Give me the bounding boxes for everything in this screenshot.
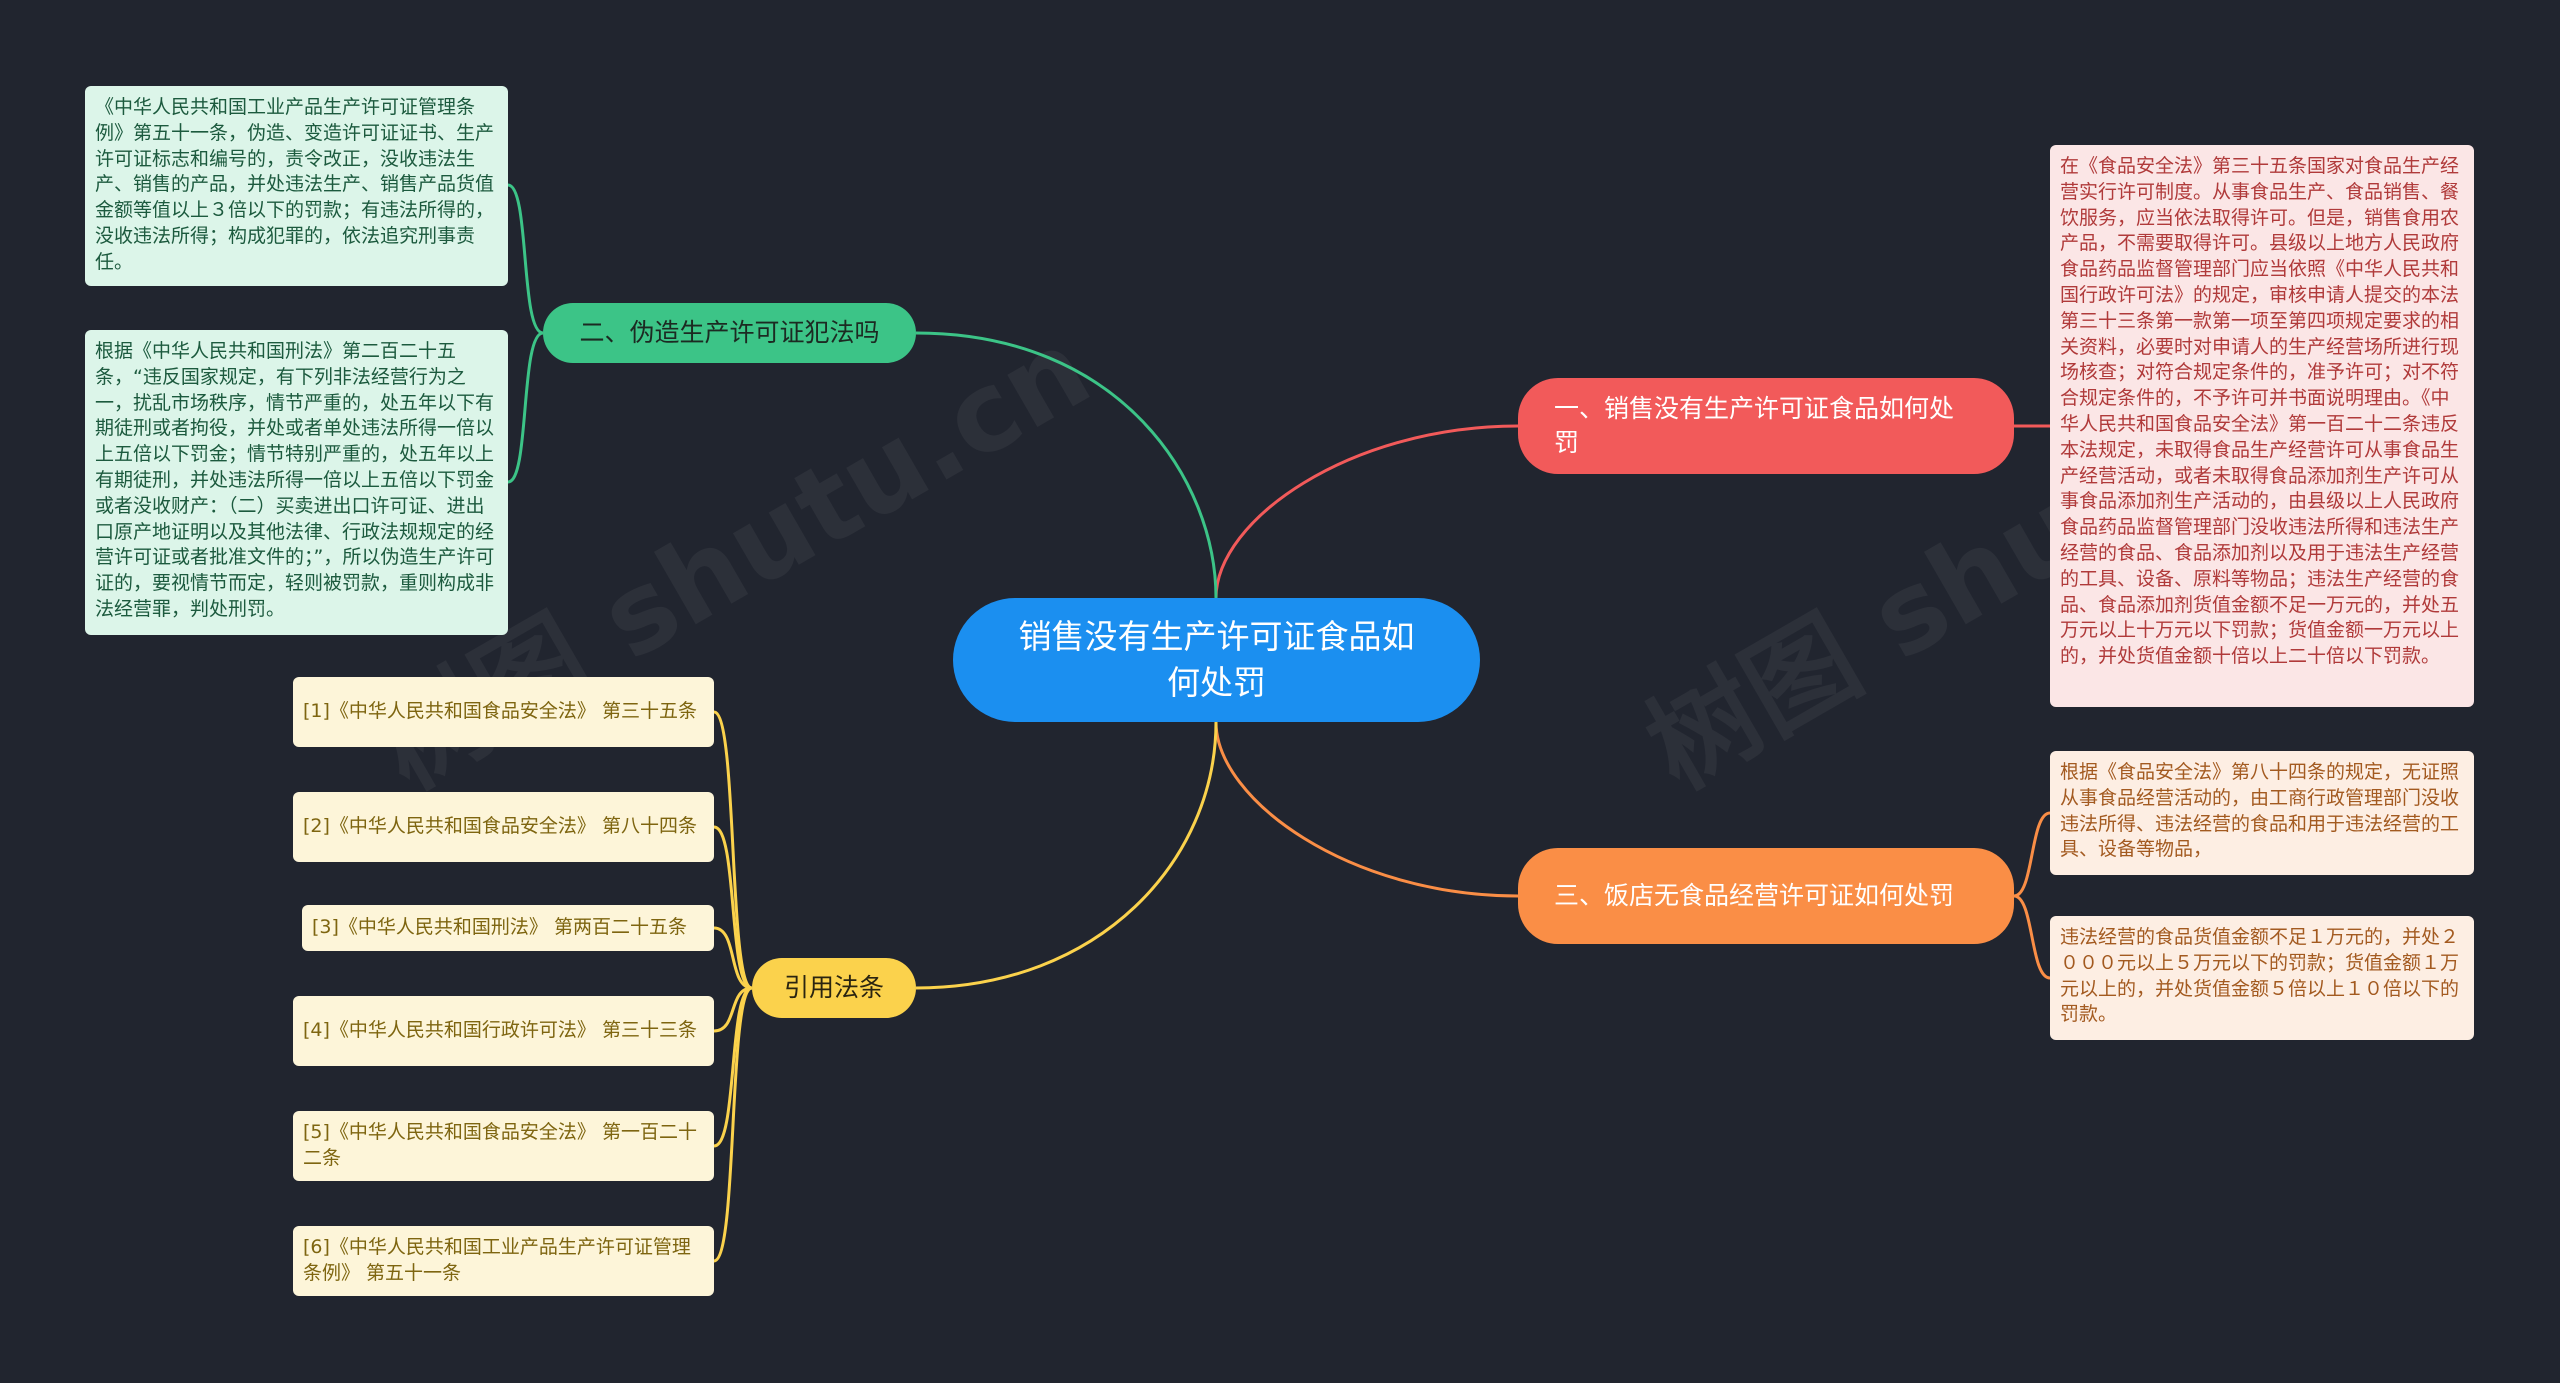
reference-item[interactable]: [1]《中华人民共和国食品安全法》 第三十五条	[293, 677, 714, 747]
link-b4-leaf6	[713, 986, 753, 1263]
branch-node-3[interactable]: 三、饭店无食品经营许可证如何处罚	[1518, 848, 2014, 944]
reference-item[interactable]: [2]《中华人民共和国食品安全法》 第八十四条	[293, 792, 714, 862]
link-b4-leaf4	[713, 986, 753, 1033]
branch-label: 一、销售没有生产许可证食品如何处罚	[1554, 394, 1955, 457]
reference-text: [1]《中华人民共和国食品安全法》 第三十五条	[303, 700, 697, 723]
link-center-b1	[1214, 424, 1519, 599]
reference-text: [3]《中华人民共和国刑法》 第两百二十五条	[312, 916, 687, 939]
branch-node-2[interactable]: 二、伪造生产许可证犯法吗	[543, 303, 916, 363]
link-center-b2	[915, 331, 1218, 599]
leaf-node[interactable]: 《中华人民共和国工业产品生产许可证管理条例》第五十一条，伪造、变造许可证证书、生…	[85, 86, 508, 286]
link-b4-leaf1	[713, 710, 753, 990]
leaf-node[interactable]: 在《食品安全法》第三十五条国家对食品生产经营实行许可制度。从事食品生产、食品销售…	[2050, 145, 2474, 707]
leaf-node[interactable]: 根据《中华人民共和国刑法》第二百二十五条，“违反国家规定，有下列非法经营行为之一…	[85, 330, 508, 635]
link-b2-leaf1	[507, 183, 544, 335]
leaf-node[interactable]: 违法经营的食品货值金额不足１万元的，并处２０００元以上５万元以下的罚款；货值金额…	[2050, 916, 2474, 1040]
branch-label: 二、伪造生产许可证犯法吗	[579, 318, 880, 347]
link-b4-leaf5	[713, 986, 753, 1148]
link-center-b4	[915, 721, 1218, 990]
reference-item[interactable]: [5]《中华人民共和国食品安全法》 第一百二十二条	[293, 1111, 714, 1181]
link-b2-leaf2	[507, 331, 544, 484]
reference-text: [6]《中华人民共和国工业产品生产许可证管理条例》 第五十一条	[303, 1236, 691, 1284]
link-b4-leaf2	[713, 825, 753, 990]
branch-node-1[interactable]: 一、销售没有生产许可证食品如何处罚	[1518, 378, 2014, 474]
reference-text: [2]《中华人民共和国食品安全法》 第八十四条	[303, 815, 697, 838]
central-topic[interactable]: 销售没有生产许可证食品如何处罚	[953, 598, 1480, 722]
branch-label: 三、饭店无食品经营许可证如何处罚	[1554, 881, 1955, 910]
reference-text: [4]《中华人民共和国行政许可法》 第三十三条	[303, 1019, 697, 1042]
reference-item[interactable]: [3]《中华人民共和国刑法》 第两百二十五条	[302, 905, 714, 951]
link-b3-leaf1	[2013, 811, 2051, 898]
leaf-node[interactable]: 根据《食品安全法》第八十四条的规定，无证照从事食品经营活动的，由工商行政管理部门…	[2050, 751, 2474, 875]
link-center-b3	[1214, 721, 1519, 898]
reference-text: [5]《中华人民共和国食品安全法》 第一百二十二条	[303, 1121, 697, 1169]
branch-label: 引用法条	[783, 973, 884, 1002]
reference-item[interactable]: [6]《中华人民共和国工业产品生产许可证管理条例》 第五十一条	[293, 1226, 714, 1296]
link-b4-leaf3	[713, 926, 753, 990]
reference-item[interactable]: [4]《中华人民共和国行政许可法》 第三十三条	[293, 996, 714, 1066]
branch-node-4[interactable]: 引用法条	[752, 958, 916, 1018]
link-b3-leaf2	[2013, 894, 2051, 980]
